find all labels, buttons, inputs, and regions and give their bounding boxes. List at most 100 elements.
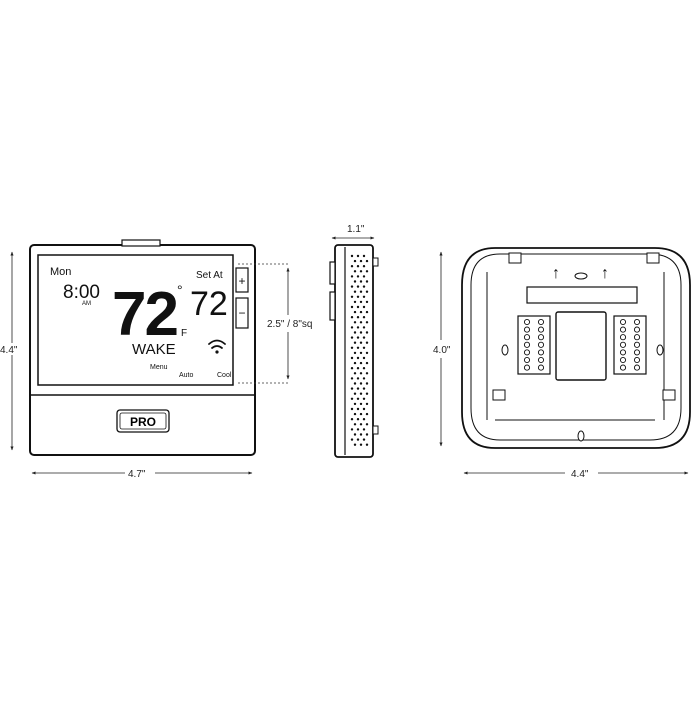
vent-hole xyxy=(353,382,357,385)
vent-hole xyxy=(359,341,363,344)
day-label: Mon xyxy=(50,266,71,278)
vent-hole xyxy=(350,438,354,441)
vent-hole xyxy=(350,265,354,268)
terminal-screw xyxy=(537,356,545,364)
vent-hole xyxy=(362,275,366,278)
vent-hole xyxy=(356,254,360,258)
top-tab xyxy=(121,239,161,247)
vent-hole xyxy=(356,407,360,411)
vent-hole xyxy=(353,300,357,304)
vent-hole xyxy=(353,402,357,406)
set-at-label: Set At xyxy=(196,270,223,281)
vent-hole xyxy=(359,361,363,365)
vent-hole xyxy=(356,387,360,390)
vent-hole xyxy=(350,428,354,431)
vent-hole xyxy=(350,397,354,400)
vent-hole xyxy=(365,423,369,426)
vent-hole xyxy=(356,428,360,431)
vent-hole xyxy=(365,433,369,436)
vent-hole xyxy=(362,428,366,431)
vent-hole xyxy=(350,305,354,309)
vent-hole xyxy=(362,254,366,258)
vent-hole xyxy=(350,316,354,319)
vent-hole xyxy=(365,351,369,355)
front-height-dimension: 4.4" xyxy=(0,345,18,356)
vent-hole xyxy=(350,387,354,390)
mount-hole-left xyxy=(501,344,509,356)
vent-hole xyxy=(359,280,363,283)
vent-hole xyxy=(362,305,366,309)
vent-hole xyxy=(359,372,363,375)
vent-hole xyxy=(365,290,369,293)
up-arrow-right-icon: ↑ xyxy=(601,265,609,282)
terminal-screw xyxy=(633,326,641,333)
side-view: 1.1" xyxy=(329,224,379,458)
vent-hole xyxy=(359,300,363,304)
vent-hole xyxy=(365,270,369,273)
vent-hole xyxy=(356,336,360,339)
vent-hole xyxy=(359,259,363,263)
degree-symbol: ° xyxy=(177,282,183,298)
side-vents xyxy=(350,254,369,446)
vent-hole xyxy=(353,310,357,314)
vent-hole xyxy=(362,326,366,329)
vent-hole xyxy=(350,254,354,258)
vent-hole xyxy=(350,367,354,370)
vent-hole xyxy=(359,331,363,334)
terminal-screw xyxy=(633,341,641,348)
vent-hole xyxy=(350,275,354,278)
terminal-screw xyxy=(619,341,627,348)
vent-hole xyxy=(365,321,369,324)
terminal-screw xyxy=(523,356,531,364)
vent-hole xyxy=(350,377,354,380)
vent-hole xyxy=(362,356,366,360)
vent-hole xyxy=(359,270,363,273)
vent-hole xyxy=(353,443,357,446)
vent-hole xyxy=(365,443,369,446)
terminal-screw xyxy=(619,334,627,341)
terminal-screw xyxy=(633,334,641,341)
vent-hole xyxy=(350,326,354,329)
vent-hole xyxy=(365,382,369,385)
vent-hole xyxy=(365,402,369,406)
minus-icon: − xyxy=(238,306,245,320)
vent-hole xyxy=(353,392,357,395)
terminal-screw xyxy=(523,318,531,326)
menu-label: Menu xyxy=(150,364,168,371)
vent-hole xyxy=(356,295,360,298)
vent-hole xyxy=(353,259,357,263)
vent-hole xyxy=(359,412,363,416)
mount-hole-right xyxy=(656,344,664,356)
time-display: 8:00 xyxy=(63,282,100,303)
vent-hole xyxy=(359,321,363,324)
terminal-screw xyxy=(523,334,531,341)
vent-hole xyxy=(365,412,369,416)
wire-slot xyxy=(526,286,638,304)
down-button[interactable]: − xyxy=(235,297,249,329)
vent-hole xyxy=(359,290,363,293)
terminal-screw xyxy=(633,364,641,371)
terminal-screw xyxy=(537,334,545,341)
vent-hole xyxy=(362,377,366,380)
front-width-dimension: 4.7" xyxy=(128,469,146,480)
terminal-screw xyxy=(537,326,545,333)
terminal-screw xyxy=(619,318,627,326)
vent-hole xyxy=(359,402,363,406)
vent-hole xyxy=(365,259,369,263)
vent-hole xyxy=(362,285,366,288)
vent-hole xyxy=(362,407,366,411)
vent-hole xyxy=(356,275,360,278)
terminal-screw xyxy=(537,318,545,326)
up-button[interactable]: + xyxy=(235,267,249,293)
vent-hole xyxy=(356,356,360,360)
vent-hole xyxy=(365,372,369,375)
plus-icon: + xyxy=(238,274,245,288)
unit-label: F xyxy=(181,328,187,339)
vent-hole xyxy=(353,270,357,273)
vent-hole xyxy=(356,367,360,370)
vent-hole xyxy=(350,356,354,360)
vent-hole xyxy=(356,326,360,329)
vent-hole xyxy=(365,310,369,314)
terminal-screw xyxy=(537,341,545,348)
